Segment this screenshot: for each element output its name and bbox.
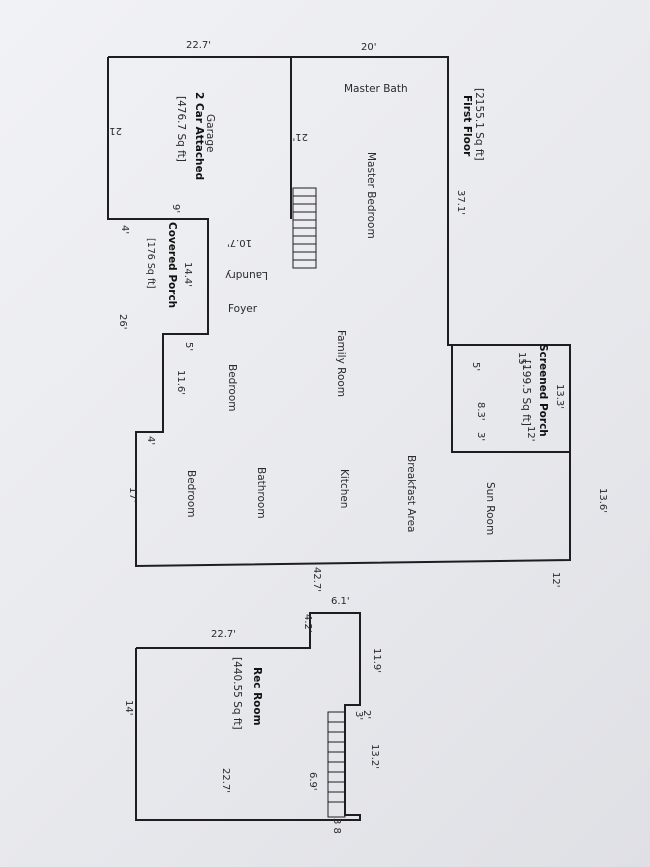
room-laundry: Laundry <box>225 269 268 281</box>
dim-rec-227-top: 22.7' <box>211 629 236 640</box>
room-sun-room: Sun Room <box>484 482 496 535</box>
room-bathroom: Bathroom <box>255 467 267 519</box>
main-stairs <box>292 187 317 269</box>
dim-porch-4: 4' <box>145 436 156 445</box>
room-master-bedroom: Master Bedroom <box>365 152 377 239</box>
dim-right-136: 13.6' <box>597 488 608 513</box>
dim-garage-inner: 21' <box>293 131 308 142</box>
dim-porch-116: 11.6' <box>175 370 186 395</box>
dim-rec-38: 3 8 <box>331 818 342 834</box>
room-breakfast-area: Breakfast Area <box>405 455 417 532</box>
dim-screened-12: 12' <box>525 426 536 441</box>
garage-title: 2 Car Attached <box>193 92 205 180</box>
first-floor-area: [2155.1 Sq ft] <box>473 88 485 161</box>
covered-porch-area: [176 Sq ft] <box>145 238 156 289</box>
room-bedroom-1: Bedroom <box>226 364 238 412</box>
dim-screened-83: 8.3' <box>475 402 486 421</box>
dim-left-26: 26' <box>117 314 128 329</box>
room-foyer: Foyer <box>228 303 258 315</box>
dim-rec-227-bottom: 22.7' <box>220 768 231 793</box>
dim-porch-107: 10.7' <box>227 237 252 248</box>
room-kitchen: Kitchen <box>338 469 350 508</box>
dim-rec-61: 6.1' <box>331 596 350 607</box>
screened-porch-title: Screened Porch <box>537 344 549 437</box>
dim-rec-132: 13.2' <box>369 744 380 769</box>
dim-top-left: 22.7' <box>186 40 211 51</box>
dim-bottom-12: 12' <box>550 572 561 587</box>
dim-screened-5: 5' <box>470 362 481 371</box>
dim-top-mid: 20' <box>361 42 376 53</box>
rec-room-outline <box>135 612 361 821</box>
dim-bottom-17: 17' <box>127 487 138 502</box>
room-family-room: Family Room <box>335 330 347 397</box>
dim-rec-14: 14' <box>123 700 134 715</box>
dim-left-4: 4' <box>119 225 130 234</box>
dim-screened-3: 3' <box>475 432 486 441</box>
dim-rec-2: 2' <box>361 710 372 719</box>
rec-room-area: [440.55 Sq ft] <box>231 657 243 730</box>
rec-stairs <box>327 711 346 818</box>
first-floor-title: First Floor <box>461 95 473 157</box>
dim-bottom-427: 42.7' <box>311 567 322 592</box>
dim-porch-5: 5' <box>183 342 194 351</box>
dim-rec-69: 6.9' <box>307 772 318 791</box>
screened-porch-area: [199.5 Sq ft] <box>520 360 532 426</box>
dim-porch-144: 14.4' <box>182 262 193 287</box>
garage-area: [476.7 Sq ft] <box>175 96 187 162</box>
garage-subtitle: Garage <box>204 114 216 152</box>
dim-porch-9: 9' <box>170 204 181 213</box>
dim-rec-119: 11.9' <box>371 648 382 673</box>
covered-porch-title: Covered Porch <box>166 222 178 308</box>
dim-right-upper: 37.1' <box>455 190 466 215</box>
dim-rec-42: 4.2' <box>302 614 313 633</box>
rec-room-title: Rec Room <box>251 667 263 726</box>
dim-screened-top: 13.3' <box>554 384 565 409</box>
dim-rec-3: 3' <box>353 711 364 720</box>
room-master-bath: Master Bath <box>344 83 408 95</box>
room-bedroom-2: Bedroom <box>185 470 197 518</box>
dim-screened-15: 15' <box>516 352 527 367</box>
screened-porch-outline <box>448 344 571 453</box>
dim-left: 21' <box>107 125 122 136</box>
